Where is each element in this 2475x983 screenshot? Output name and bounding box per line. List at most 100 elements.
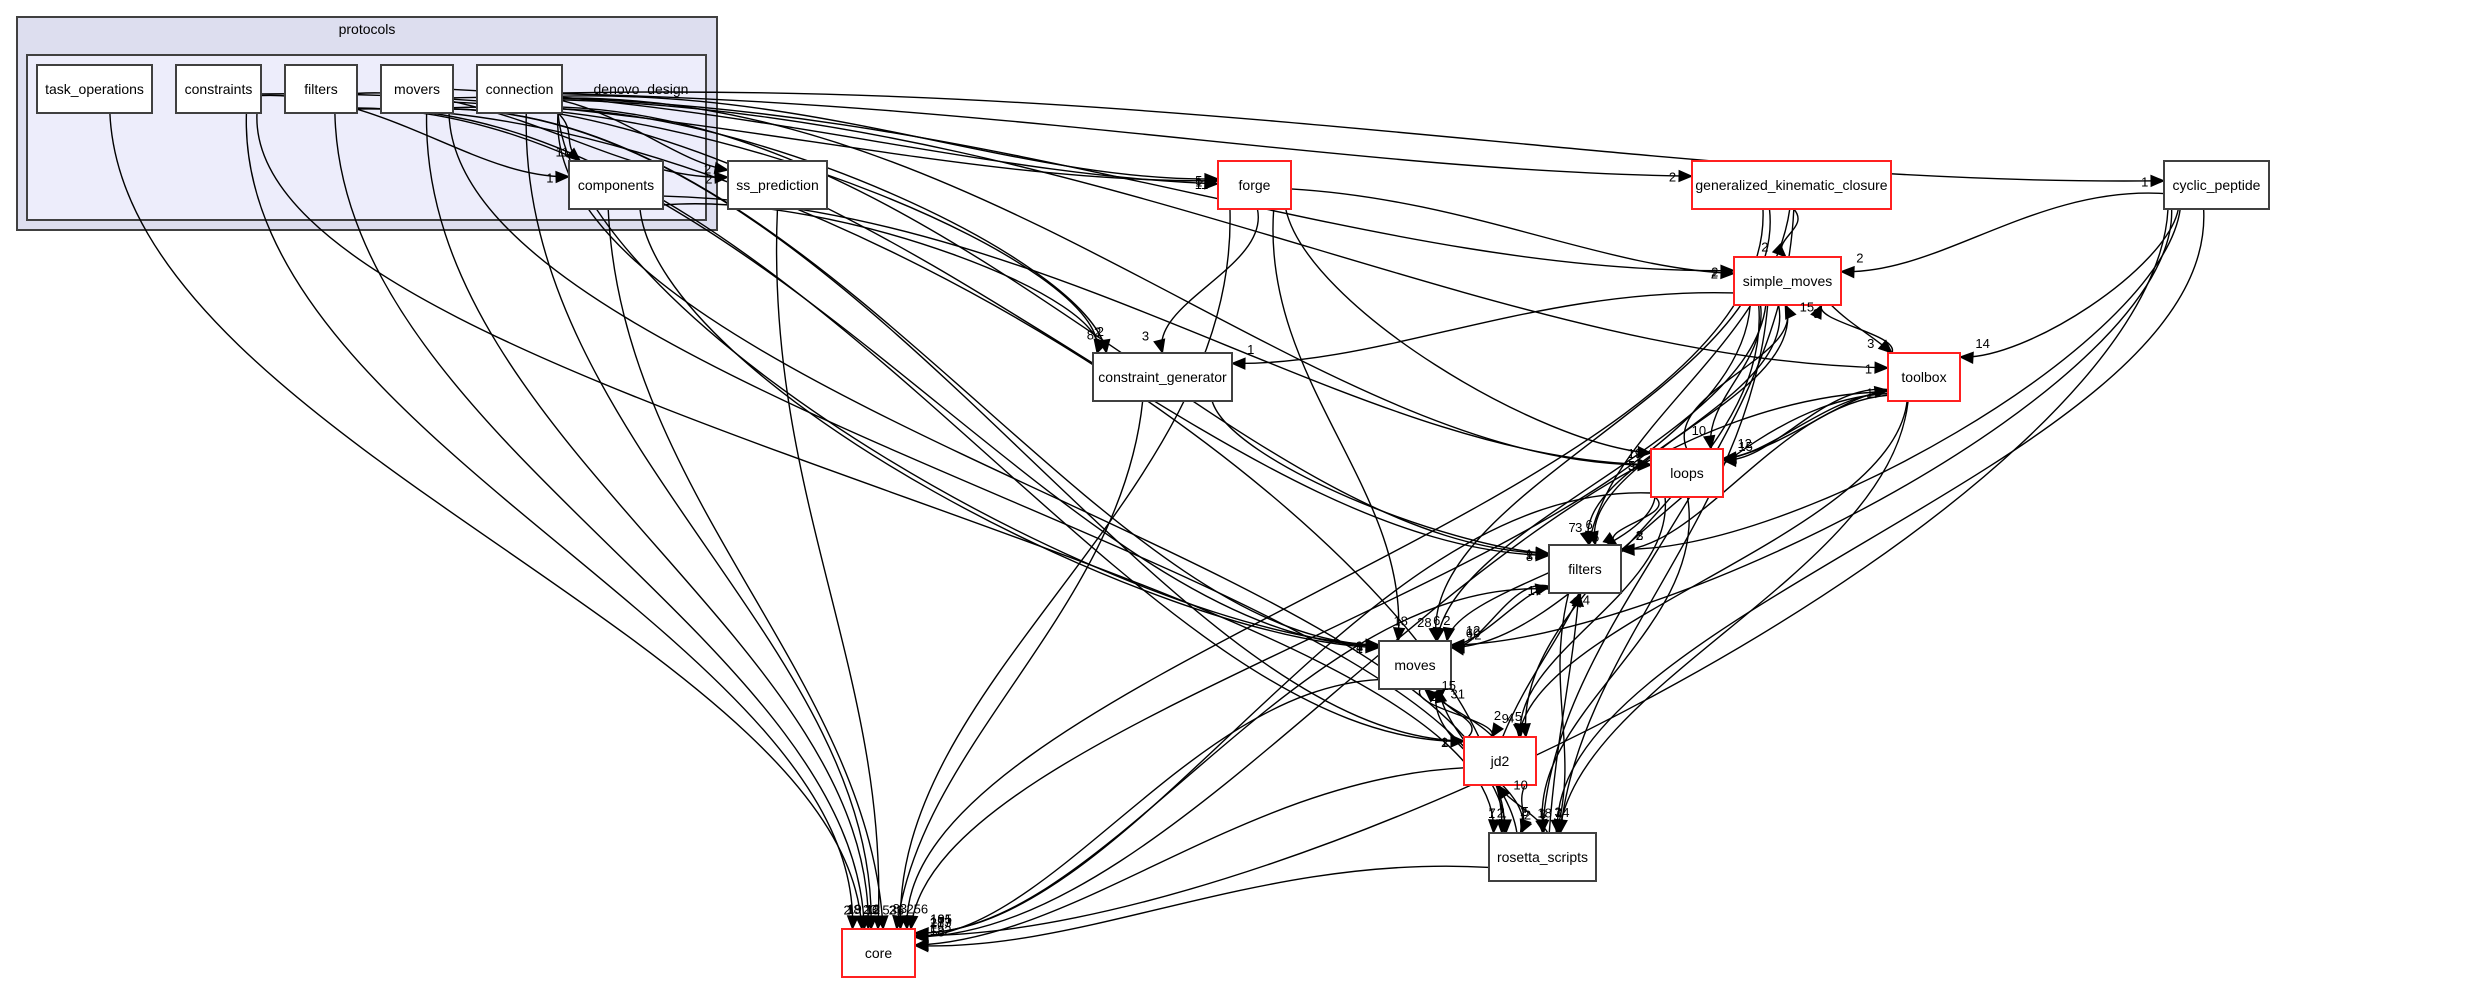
edge-count-label[interactable]: 8	[1526, 549, 1533, 564]
edge-count-label[interactable]: 83	[893, 901, 907, 916]
edge-count-label[interactable]: 1	[1356, 639, 1363, 654]
edge-count-label[interactable]: 4	[1356, 640, 1363, 655]
edge-movers-to-filters[interactable]	[452, 101, 1550, 557]
edge-count-label[interactable]: 1	[1865, 361, 1872, 376]
edge-ss-prediction-to-core[interactable]	[775, 208, 880, 930]
edge-count-label[interactable]: 2	[705, 171, 712, 186]
edge-count-label[interactable]: 14	[1975, 336, 1989, 351]
edge-count-label[interactable]: 23	[863, 902, 877, 917]
edge-count-label[interactable]: 6	[1433, 613, 1440, 628]
edge-cyclic-peptide-to-rosetta-scripts[interactable]	[1556, 208, 2205, 834]
edge-gkc-to-core[interactable]	[906, 208, 1764, 930]
edge-count-label[interactable]: 3	[1867, 336, 1874, 351]
edge-moves-to-core[interactable]	[914, 678, 1380, 938]
edge-count-label[interactable]: 3	[1636, 528, 1643, 543]
edge-count-label[interactable]: 18	[1393, 613, 1407, 628]
edge-count-label[interactable]: 1	[1195, 175, 1202, 190]
edge-count-label[interactable]: 5	[1522, 804, 1529, 819]
edge-rosetta-scripts-to-core[interactable]	[914, 865, 1490, 947]
edge-count-label[interactable]: 28	[1417, 615, 1431, 630]
edge-connection-to-filters[interactable]	[561, 106, 1550, 555]
edge-count-label[interactable]: 3	[1539, 807, 1546, 822]
edge-count-label[interactable]: 2	[1494, 708, 1501, 723]
edge-movers-to-jd2[interactable]	[452, 108, 1465, 742]
edge-connection-to-cyclic-peptide[interactable]	[561, 91, 2165, 182]
edge-count-label[interactable]: 12	[1737, 436, 1751, 451]
edge-count-label[interactable]: 10	[1692, 423, 1706, 438]
edge-task-operations-to-core[interactable]	[109, 112, 863, 930]
edge-forge-to-core[interactable]	[899, 208, 1231, 930]
cluster-denovo-design-label[interactable]: denovo_design	[594, 81, 689, 97]
edge-count-label[interactable]: 2	[1711, 267, 1718, 282]
edge-count-label[interactable]: 2	[1636, 528, 1643, 543]
edge-rosetta-scripts-to-filters[interactable]	[1548, 592, 1580, 834]
node-filters[interactable]: filters	[1548, 544, 1622, 594]
edge-count-label[interactable]: 12	[1466, 623, 1480, 638]
edge-simple-moves-to-core[interactable]	[910, 304, 1751, 930]
edge-count-label[interactable]: 1	[1488, 806, 1495, 821]
edge-count-label[interactable]: 19	[1628, 446, 1642, 461]
edge-constraints-to-rosetta-scripts[interactable]	[256, 112, 1495, 834]
edge-count-label[interactable]: 2	[1443, 613, 1450, 628]
edge-connection-to-gkc[interactable]	[561, 93, 1693, 177]
edge-count-label[interactable]: 1	[1572, 594, 1579, 609]
edge-toolbox-to-filters[interactable]	[1620, 394, 1889, 552]
edge-count-label[interactable]: 10	[1513, 778, 1527, 793]
edge-count-label[interactable]: 6	[1585, 517, 1592, 532]
edge-connection-to-moves[interactable]	[557, 112, 1380, 646]
edge-count-label[interactable]: 2	[1441, 735, 1448, 750]
edge-count-label[interactable]: 58	[930, 924, 944, 939]
edge-cyclic-peptide-to-filters[interactable]	[1620, 208, 2181, 550]
edge-count-label[interactable]: 1	[1866, 386, 1873, 401]
edge-count-label[interactable]: 2	[1094, 325, 1101, 340]
edge-count-label[interactable]: 30	[865, 902, 879, 917]
edge-loops-to-rosetta-scripts[interactable]	[1541, 496, 1690, 834]
edge-filters-to-core[interactable]	[914, 588, 1550, 934]
edge-count-label[interactable]: 7	[1569, 520, 1576, 535]
node-movers[interactable]: movers	[380, 64, 454, 114]
edge-count-label[interactable]: 9	[1502, 711, 1509, 726]
edge-count-label[interactable]: 2	[1856, 250, 1863, 265]
edge-count-label[interactable]: 18	[846, 902, 860, 917]
edge-dd-filters-to-jd2[interactable]	[356, 107, 1465, 743]
edge-count-label[interactable]: 1	[1500, 805, 1507, 820]
edge-loops-to-core[interactable]	[914, 492, 1652, 934]
edge-count-label[interactable]: 31	[1450, 686, 1464, 701]
edge-count-label[interactable]: 256	[906, 901, 928, 916]
node-components[interactable]: components	[568, 160, 664, 210]
edge-count-label[interactable]: 2	[1097, 324, 1104, 339]
node-simple-moves[interactable]: simple_moves	[1733, 256, 1842, 306]
edge-constraint-generator-to-core[interactable]	[896, 400, 1144, 930]
edge-count-label[interactable]: 5	[1515, 709, 1522, 724]
edge-count-label[interactable]: 132	[930, 923, 952, 938]
edge-count-label[interactable]: 5	[1628, 458, 1635, 473]
edge-count-label[interactable]: 5	[1195, 173, 1202, 188]
edge-connection-to-core[interactable]	[525, 112, 872, 930]
edge-count-label[interactable]: 217	[930, 915, 952, 930]
edge-count-label[interactable]: 2	[844, 902, 851, 917]
edge-toolbox-to-core[interactable]	[914, 390, 1889, 938]
node-connection[interactable]: connection	[476, 64, 563, 114]
edge-count-label[interactable]: 11	[1195, 177, 1209, 192]
edge-count-label[interactable]: 1	[1356, 641, 1363, 656]
edge-connection-to-toolbox[interactable]	[561, 99, 1889, 369]
edge-count-label[interactable]: 2	[1761, 240, 1768, 255]
edge-forge-to-simple-moves[interactable]	[1290, 188, 1735, 275]
edge-toolbox-to-moves[interactable]	[1450, 392, 1889, 649]
edge-count-label[interactable]: 1	[1526, 546, 1533, 561]
edge-components-to-moves[interactable]	[639, 208, 1380, 649]
edge-count-label[interactable]: 3	[1554, 804, 1561, 819]
node-rosetta-scripts[interactable]: rosetta_scripts	[1488, 832, 1597, 882]
cluster-protocols-label[interactable]: protocols	[339, 21, 396, 37]
edge-gkc-to-rosetta-scripts[interactable]	[1541, 208, 1795, 834]
edge-count-label[interactable]: 15	[1738, 439, 1752, 454]
edge-components-to-core[interactable]	[607, 208, 884, 930]
edge-count-label[interactable]: 105	[930, 912, 952, 927]
edge-count-label[interactable]: 2	[1524, 808, 1531, 823]
edge-count-label[interactable]: 131	[930, 912, 952, 927]
edge-count-label[interactable]: 536	[882, 902, 904, 917]
edge-simple-moves-to-moves[interactable]	[1436, 304, 1767, 642]
node-dd-filters[interactable]: filters	[284, 64, 358, 114]
edge-count-label[interactable]: 14	[1576, 593, 1590, 608]
edge-count-label[interactable]: 6	[1592, 530, 1599, 545]
